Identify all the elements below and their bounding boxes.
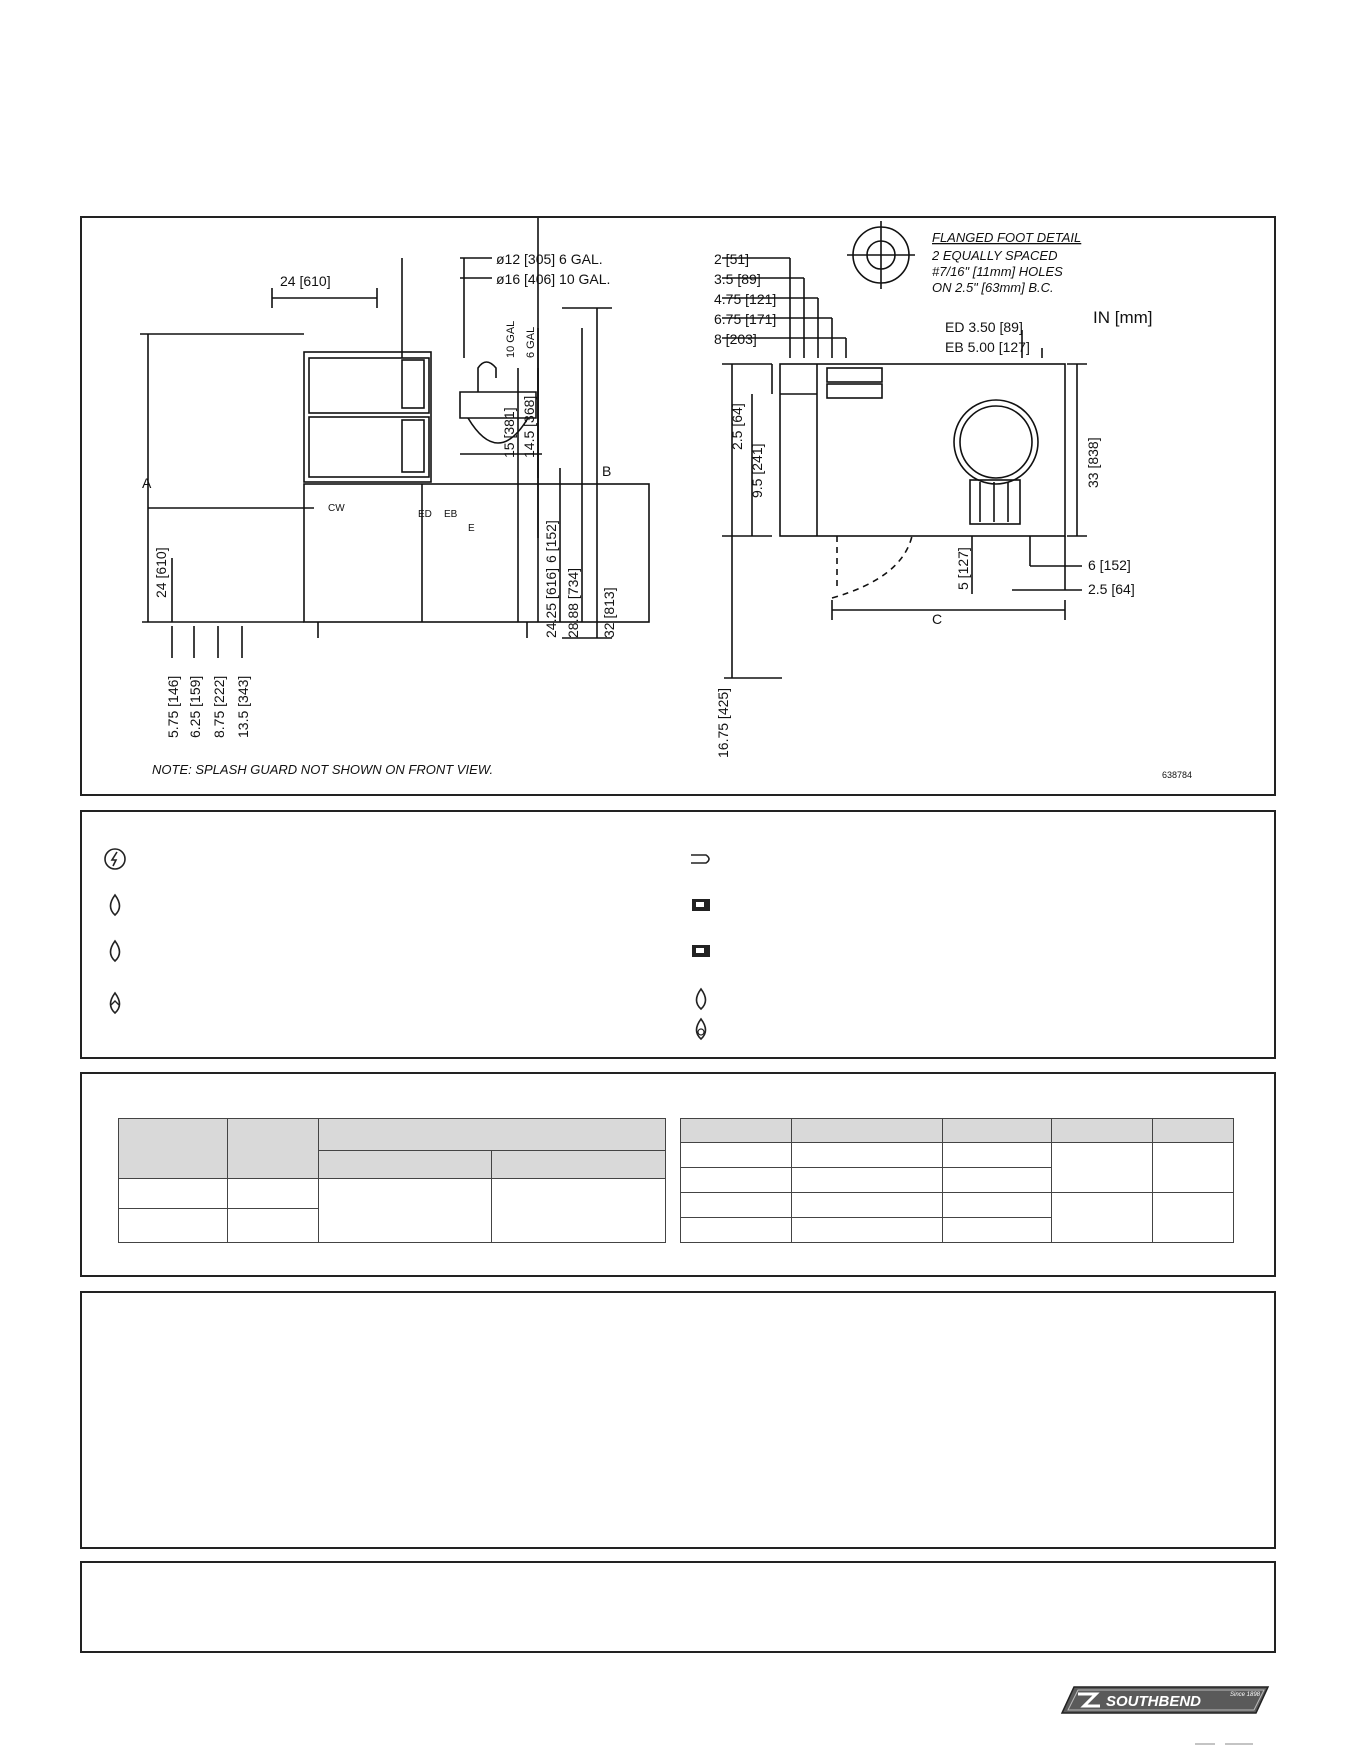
steam-drop-icon [695, 1017, 707, 1041]
side-dim-5: 5 [127] [955, 547, 971, 590]
drain-icon [692, 899, 710, 911]
side-dim-2-5-bottom: 2.5 [64] [1088, 581, 1135, 597]
front-gal-10: 10 GAL [505, 321, 517, 358]
kettle-6gal-dim: ø12 [305] 6 GAL. [496, 251, 603, 267]
dim-label-b: B [602, 463, 611, 479]
flanged-foot-title: FLANGED FOOT DETAIL [932, 230, 1081, 245]
water-drop-icon [109, 893, 121, 917]
front-dim-32: 32 [813] [601, 587, 617, 638]
model-spec-table [680, 1118, 1234, 1243]
side-dim-6: 6 [152] [1088, 557, 1131, 573]
front-dim-14-5: 14.5 [368] [521, 396, 537, 458]
side-dim-2-5: 2.5 [64] [729, 403, 745, 450]
side-dim-4-75: 4.75 [121] [714, 291, 776, 307]
side-view-outline [779, 363, 1066, 537]
front-dim-15: 15 [381] [501, 407, 517, 458]
logo-wordmark: SOUTHBEND [1106, 1693, 1201, 1710]
side-dim-2: 2 [51] [714, 251, 749, 267]
kettle-body [459, 391, 537, 419]
units-label: IN [mm] [1093, 308, 1153, 327]
bottom-dim-13-5: 13.5 [343] [235, 676, 251, 738]
specification-tables-panel [80, 1072, 1276, 1277]
front-dim-24-25: 24.25 [616] [543, 568, 559, 638]
water-drop-icon-2 [109, 939, 121, 963]
flanged-foot-line1: 2 EQUALLY SPACED [931, 248, 1058, 263]
cold-water-icon [691, 854, 710, 864]
elevation-drawing: 24 [610] ø12 [305] 6 GAL. ø16 [406] 10 G… [140, 218, 1192, 780]
side-dim-3-5: 3.5 [89] [714, 271, 761, 287]
front-height-24: 24 [610] [153, 547, 169, 598]
eb-marker: EB [444, 509, 458, 520]
cw-marker: CW [328, 503, 345, 514]
logo-since: Since 1898 [1230, 1692, 1261, 1698]
side-dim-33: 33 [838] [1085, 437, 1101, 488]
front-width-dim: 24 [610] [280, 273, 331, 289]
footer-tick-marks [1195, 1743, 1253, 1745]
bottom-dim-8-75: 8.75 [222] [211, 676, 227, 738]
treated-water-icon [109, 991, 121, 1015]
electrical-spec-table [118, 1118, 666, 1243]
side-dim-6-75: 6.75 [171] [714, 311, 776, 327]
bottom-dim-6-25: 6.25 [159] [187, 676, 203, 738]
front-gal-6: 6 GAL [525, 327, 537, 358]
cabinet-base-outline [303, 483, 650, 623]
drain-icon-2 [692, 945, 710, 957]
side-dim-ed-3-50: ED 3.50 [89] [945, 319, 1023, 335]
bottom-dim-5-75: 5.75 [146] [165, 676, 181, 738]
drawing-note: NOTE: SPLASH GUARD NOT SHOWN ON FRONT VI… [152, 762, 493, 777]
electric-marker: E [468, 523, 475, 534]
notes-panel [80, 1291, 1276, 1549]
ed-marker: ED [418, 509, 432, 520]
side-dim-9-5: 9.5 [241] [749, 444, 765, 499]
kettle-10gal-dim: ø16 [406] 10 GAL. [496, 271, 610, 287]
flanged-foot-line2: #7/16" [11mm] HOLES [932, 264, 1063, 279]
electric-icon [104, 848, 126, 870]
dimension-drawing-panel: 24 [610] ø12 [305] 6 GAL. ø16 [406] 10 G… [80, 216, 1276, 796]
dim-label-c: C [932, 611, 942, 627]
flanged-foot-line3: ON 2.5" [63mm] B.C. [932, 280, 1054, 295]
front-dim-6: 6 [152] [543, 520, 559, 563]
steamer-cabinet-outline [303, 351, 432, 483]
drawing-code: 638784 [1162, 770, 1192, 780]
side-dim-eb-5-00: EB 5.00 [127] [945, 339, 1030, 355]
kettle-top-view [953, 399, 1039, 485]
side-dim-8: 8 [203] [714, 331, 757, 347]
footer-panel [80, 1561, 1276, 1653]
side-dim-16-75: 16.75 [425] [715, 688, 731, 758]
connection-legend-panel [80, 810, 1276, 1059]
southbend-logo: SOUTHBEND Since 1898 [1060, 1686, 1270, 1714]
dim-label-a: A [142, 475, 152, 491]
hot-water-drop-icon [695, 987, 707, 1011]
front-dim-28-88: 28.88 [734] [565, 568, 581, 638]
